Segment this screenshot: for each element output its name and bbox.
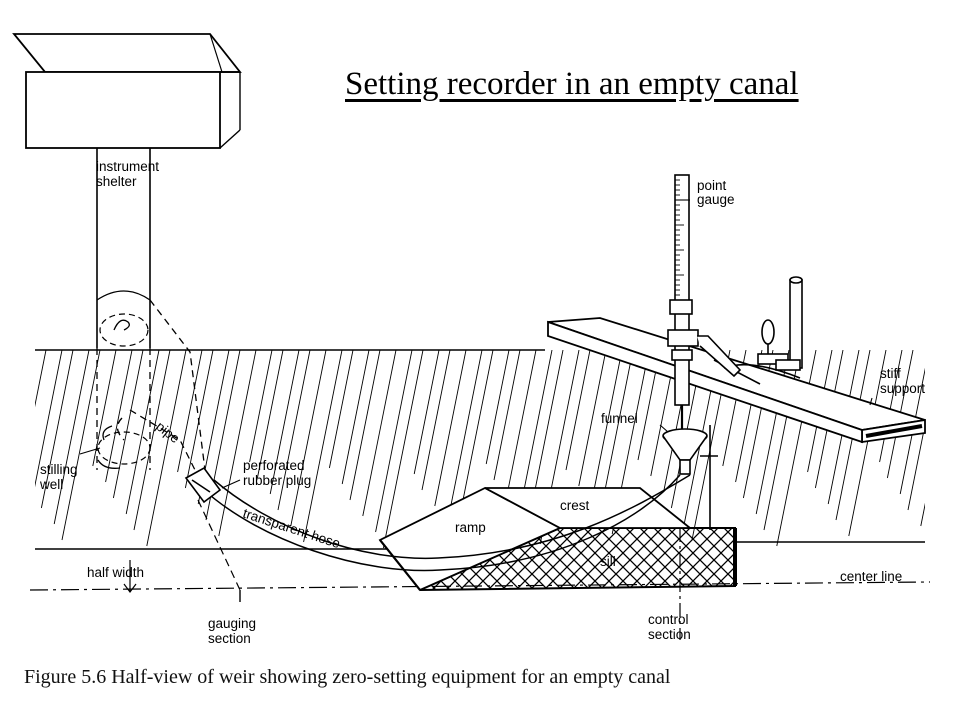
figure-caption: Figure 5.6 Half-view of weir showing zer… [24, 666, 671, 688]
hatch-line [53, 350, 90, 525]
hatch-line [485, 350, 510, 465]
funnel [662, 425, 718, 530]
label-transparent-hose: transparent hose [241, 506, 342, 552]
hatch-line [934, 350, 960, 542]
hatch-line [146, 350, 187, 547]
hatch-line [349, 350, 381, 501]
hatch-line [269, 350, 300, 495]
hatch-line [184, 350, 214, 489]
weir-crest [484, 487, 693, 529]
label-gauging-section-2: section [208, 631, 251, 646]
hatch-line [578, 350, 607, 487]
hatch-line [493, 350, 521, 481]
hatch-line [565, 350, 591, 471]
label-stilling-well-1: stilling [40, 462, 78, 477]
hatch-line [177, 350, 203, 473]
hatch-line [105, 350, 133, 483]
hatch-line [61, 350, 101, 541]
label-control-section-2: section [648, 627, 691, 642]
hatch-line [40, 350, 74, 509]
label-ramp: ramp [455, 520, 486, 535]
hatch-line [421, 350, 451, 491]
label-sill: sill [600, 554, 616, 569]
label-point-gauge-2: gauge [697, 192, 735, 207]
instrument-shelter-box [12, 33, 242, 149]
hatch-line [256, 350, 284, 479]
label-stiff-support-2: support [880, 381, 925, 396]
hatch-line [249, 350, 273, 463]
label-perforated-rubber-plug-1: perforated [243, 458, 305, 473]
hatch-line [879, 350, 903, 463]
buried-pipe [116, 299, 206, 481]
label-half-width: half width [87, 565, 144, 580]
hatch-line [506, 350, 537, 497]
hatch-line [125, 350, 160, 515]
hatch-line [447, 350, 483, 523]
hatch-line [112, 350, 144, 499]
hatch-line [303, 350, 343, 543]
hatch-line [8, 350, 30, 460]
label-point-gauge-1: point [697, 178, 727, 193]
label-gauging-section-1: gauging [208, 616, 256, 631]
perforated-rubber-plug [184, 466, 222, 504]
label-perforated-rubber-plug-2: rubber plug [243, 473, 311, 488]
hatch-line [277, 350, 311, 511]
hatch-line [290, 350, 327, 527]
hatch-line [218, 350, 257, 537]
hatch-line [382, 350, 424, 549]
hatch-line [848, 350, 887, 537]
hatch-line [341, 350, 370, 485]
hatch-line [375, 350, 413, 533]
gauge-clamp [713, 276, 803, 385]
label-center-line: center line [840, 569, 902, 584]
hatch-line [519, 350, 553, 513]
figure-title: Setting recorder in an empty canal [345, 66, 799, 102]
label-funnel: funnel [601, 411, 638, 426]
hatch-line [434, 350, 467, 507]
hatch-line [413, 350, 440, 475]
hatch-line [591, 350, 623, 503]
hatch-line [133, 350, 171, 531]
label-instrument-shelter-2: shelter [96, 174, 137, 189]
hatch-line [776, 350, 817, 547]
label-crest: crest [560, 498, 590, 513]
transparent-hose [203, 474, 691, 572]
hatch-line [362, 350, 397, 517]
point-gauge [667, 174, 742, 430]
label-control-section-1: control [648, 612, 689, 627]
label-leaders [79, 199, 873, 592]
hatch-line [920, 502, 925, 527]
label-instrument-shelter-1: instrument [96, 159, 159, 174]
hatch-line [35, 350, 63, 488]
hatch-line [35, 350, 47, 408]
label-stilling-well-2: well [39, 477, 63, 492]
label-stiff-support-1: stiff [880, 366, 901, 381]
stilling-well-pipe [96, 148, 151, 470]
hatch-line [328, 350, 354, 469]
